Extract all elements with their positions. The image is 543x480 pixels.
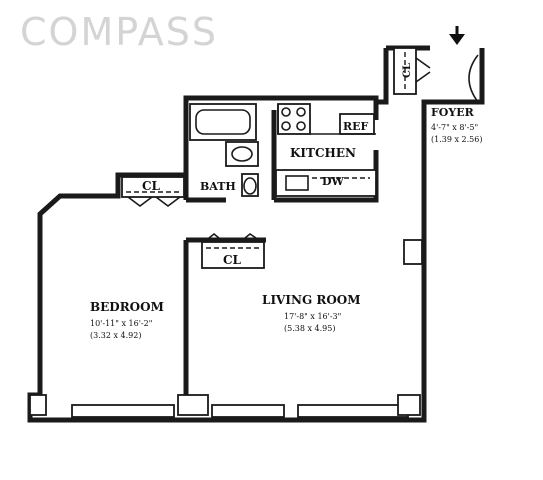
compass-logo: COMPASS	[20, 10, 218, 54]
bedroom-title: BEDROOM	[90, 300, 164, 314]
bedroom-closet	[121, 176, 185, 207]
column	[397, 394, 421, 416]
living-room-dim-m: (5.38 x 4.95)	[284, 324, 335, 333]
kitchen-counter	[275, 169, 377, 197]
foyer-closet-label: CL	[402, 63, 413, 78]
living-window-right	[297, 404, 409, 418]
living-closet	[201, 232, 265, 269]
entry-arrow-icon	[449, 26, 465, 45]
refrigerator-label: REF	[343, 120, 369, 133]
living-window-left	[211, 404, 285, 418]
bath-sink	[225, 141, 259, 167]
column	[403, 239, 423, 265]
column	[29, 394, 47, 416]
bedroom-closet-label: CL	[142, 179, 161, 193]
bath-title: BATH	[200, 180, 236, 193]
living-room-dim-ft: 17'-8" x 16'-3"	[284, 312, 341, 321]
foyer-title: FOYER	[431, 106, 475, 119]
column	[177, 394, 209, 416]
foyer-dim-ft: 4'-7" x 8'-5"	[431, 123, 478, 132]
bedroom-window	[71, 404, 175, 418]
foyer-closet	[393, 47, 431, 95]
kitchen-range	[277, 103, 311, 135]
dishwasher-label: DW	[322, 175, 345, 188]
living-closet-label: CL	[223, 253, 242, 267]
bedroom-dim-ft: 10'-11" x 16'-2"	[90, 319, 152, 328]
interior-walls	[183, 110, 379, 395]
entry-door-swing	[468, 54, 479, 103]
bathtub	[189, 103, 257, 141]
kitchen-title: KITCHEN	[290, 146, 356, 160]
foyer-dim-m: (1.39 x 2.56)	[431, 135, 482, 144]
living-room-title: LIVING ROOM	[262, 293, 361, 307]
exterior-walls	[27, 45, 485, 423]
bedroom-dim-m: (3.32 x 4.92)	[90, 331, 141, 340]
toilet	[241, 173, 259, 197]
